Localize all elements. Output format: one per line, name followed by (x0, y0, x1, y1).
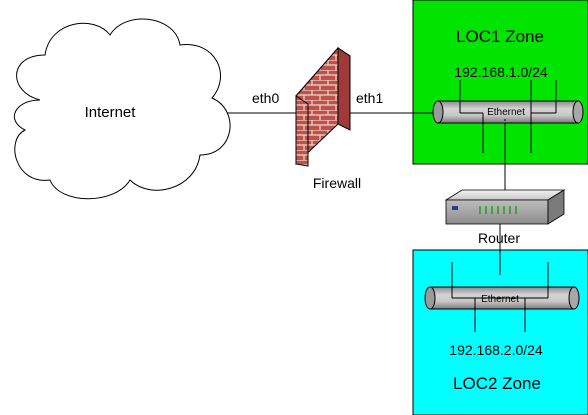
firewall-label: Firewall (313, 175, 361, 191)
loc2-bus-label: Ethernet (481, 294, 519, 305)
loc1-ethernet-bus (432, 80, 584, 153)
loc1-title: LOC1 Zone (456, 27, 544, 46)
router-label: Router (478, 230, 520, 246)
firewall-eth1-label: eth1 (356, 90, 383, 106)
loc1-bus-label: Ethernet (487, 107, 525, 118)
firewall-icon (295, 46, 351, 167)
loc1-subnet: 192.168.1.0/24 (454, 64, 548, 80)
internet-label: Internet (85, 104, 137, 121)
router-icon (444, 189, 566, 225)
loc2-subnet: 192.168.2.0/24 (449, 342, 543, 358)
loc2-zone-box (412, 249, 588, 415)
loc1-zone-box (412, 0, 588, 165)
loc2-ethernet-bus (424, 262, 580, 332)
loc2-title: LOC2 Zone (453, 374, 541, 393)
firewall-eth0-label: eth0 (252, 90, 279, 106)
internet-cloud (13, 18, 231, 200)
